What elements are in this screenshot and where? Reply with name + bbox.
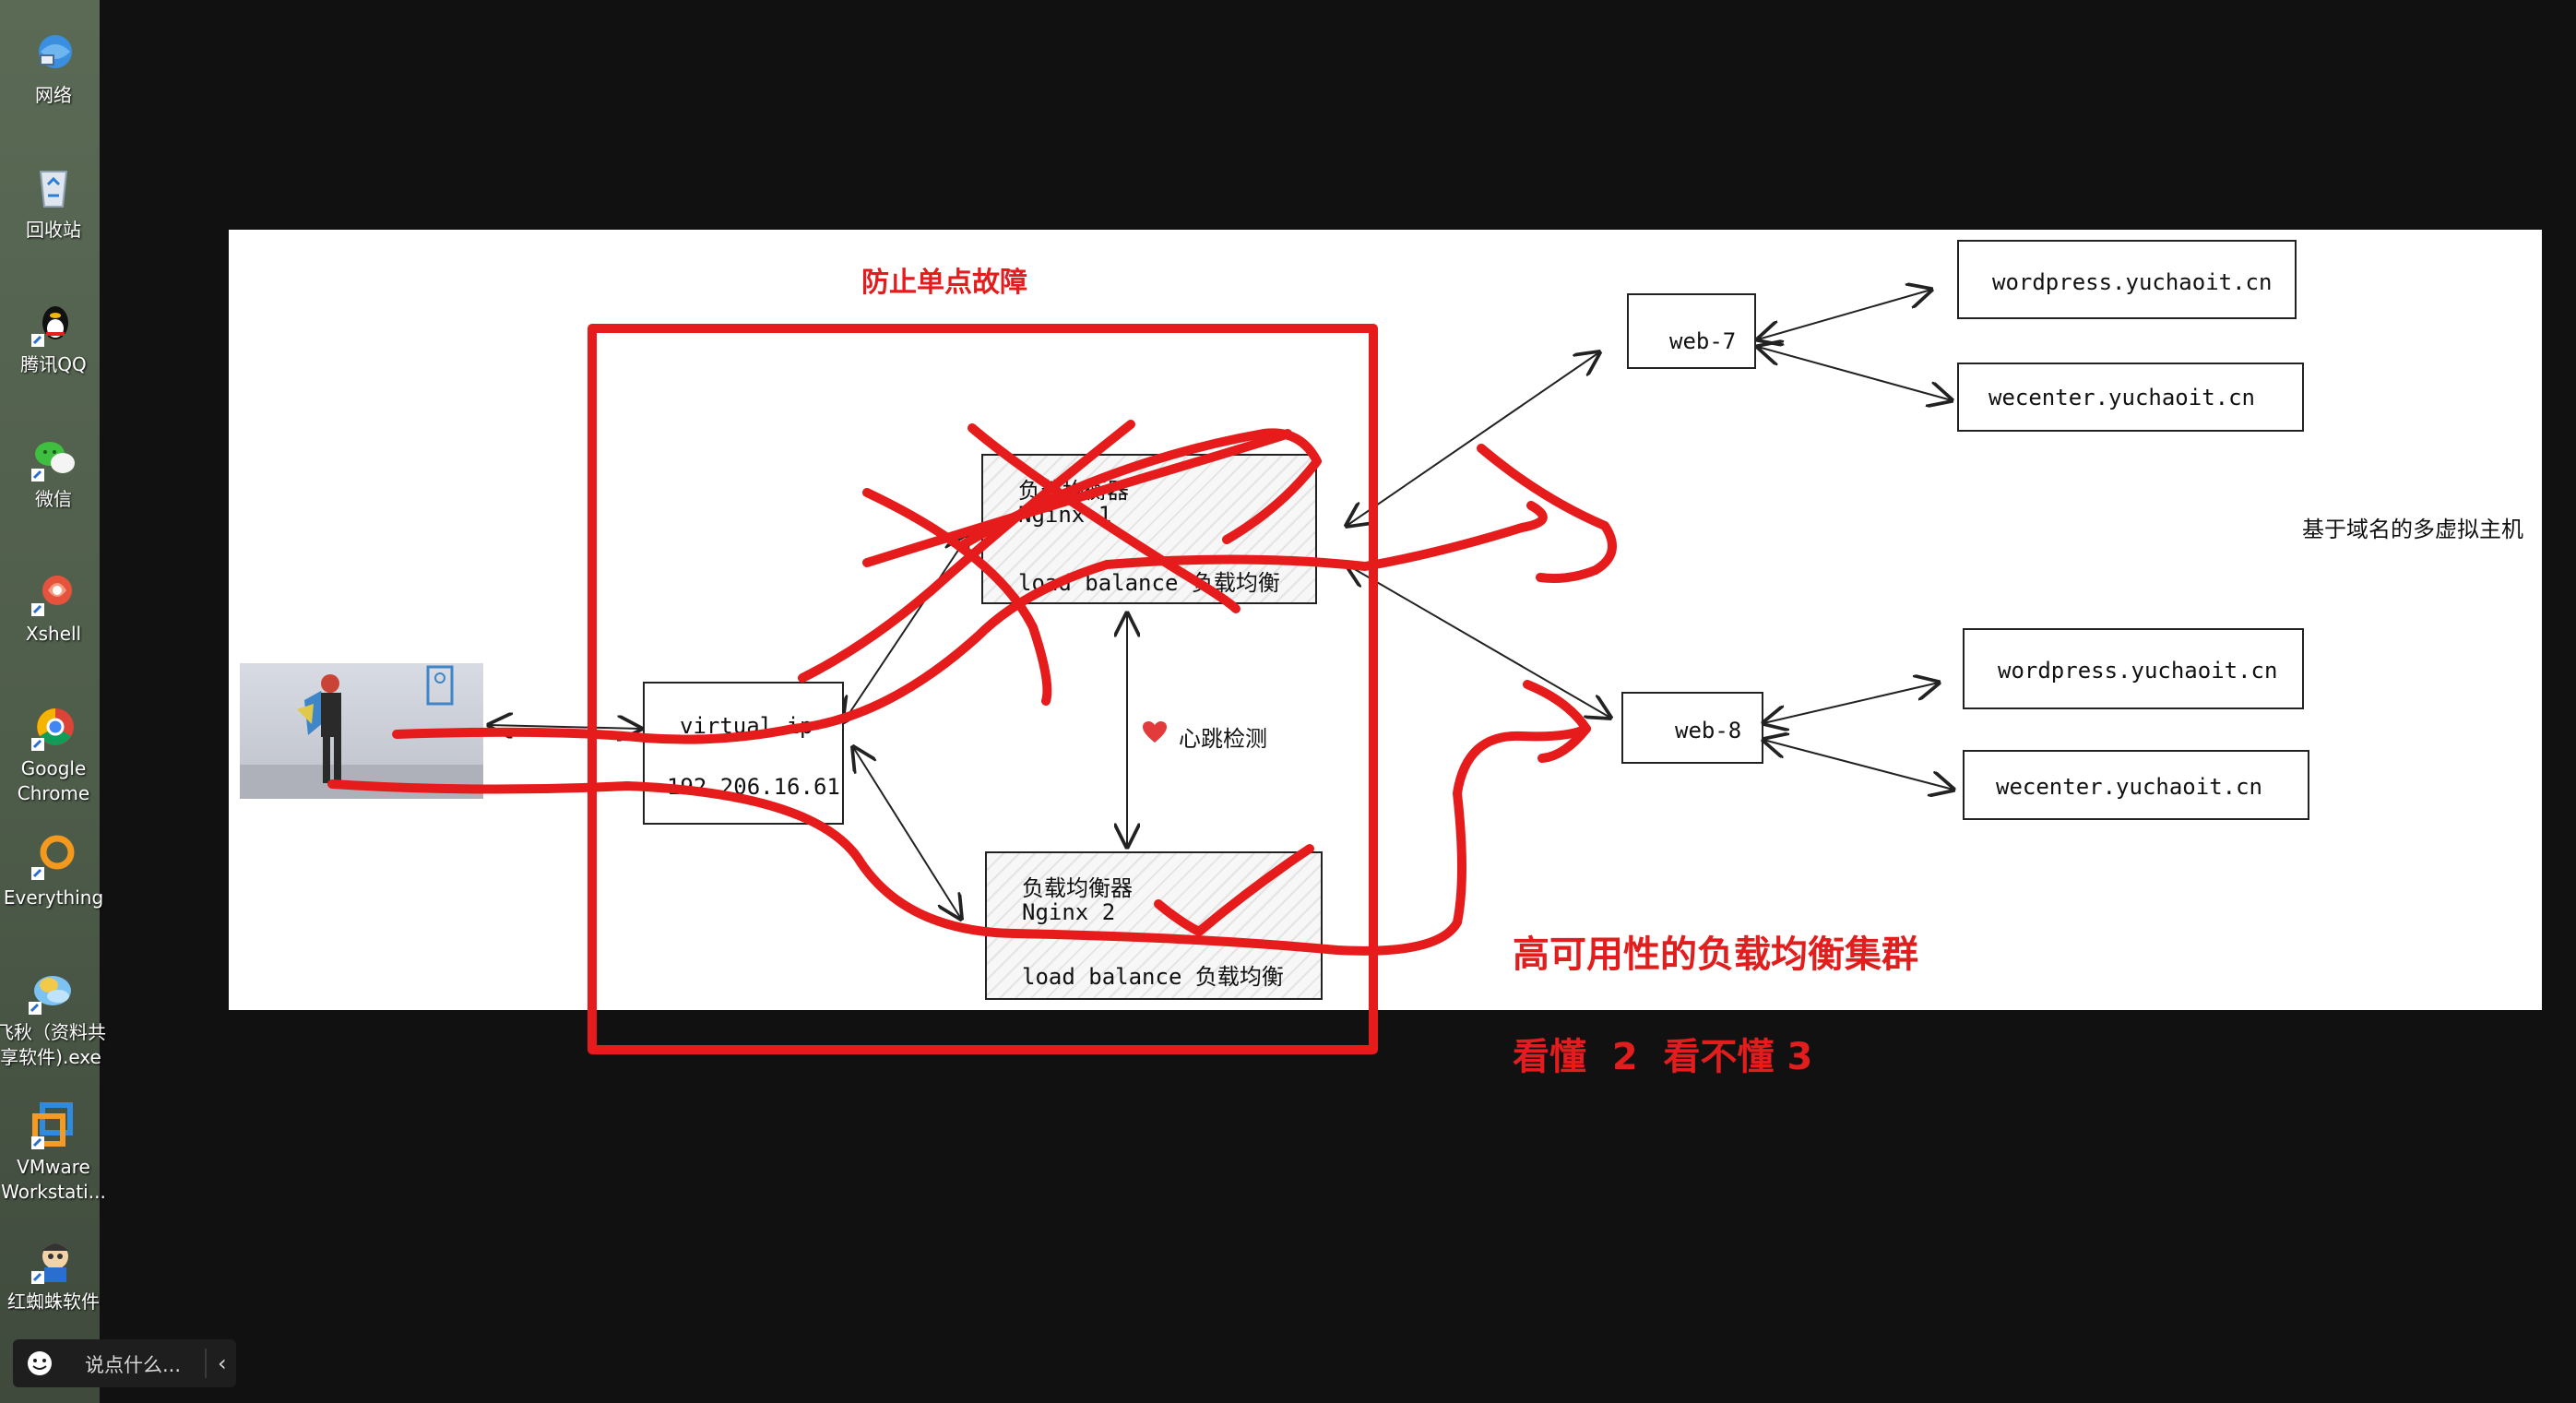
lb2-desc: load balance 负载均衡 [1022, 964, 1284, 990]
desktop-icon-xshell[interactable]: Xshell [0, 566, 107, 647]
feiq-icon [29, 976, 71, 1015]
domain-box-web7-wordpress: wordpress.yuchaoit.cn [1957, 240, 2297, 319]
desktop-icon-network[interactable]: 网络 [0, 28, 107, 108]
vhost-note: 基于域名的多虚拟主机 [2302, 517, 2523, 542]
chat-input-placeholder[interactable]: 说点什么... [85, 1354, 182, 1376]
presenter-video-thumbnail [240, 663, 483, 799]
desktop-icon-feiq[interactable]: 飞秋（资料共 享软件).exe [0, 965, 107, 1070]
xshell-icon [31, 576, 72, 616]
desktop-icon-label: 回收站 [26, 219, 81, 241]
chrome-icon [31, 708, 74, 751]
domain-label: wecenter.yuchaoit.cn [1988, 385, 2255, 410]
domain-label: wordpress.yuchaoit.cn [1992, 269, 2273, 295]
understand-vote-text: 看懂 2 看不懂 3 [1513, 1036, 1813, 1078]
desktop-icon-qq[interactable]: 腾讯QQ [0, 297, 107, 377]
load-balancer-1-box: 负载均衡器 Nginx 1 load balance 负载均衡 [981, 454, 1317, 604]
diagram-canvas [229, 230, 2542, 1010]
desktop-icon-vmware[interactable]: VMware Workstati... [0, 1100, 107, 1205]
desktop-icon-label: 飞秋（资料共 [0, 1021, 106, 1043]
presenter-figure [240, 665, 483, 799]
web-7-box: web-7 [1627, 293, 1756, 369]
lb2-name: Nginx 2 [1022, 899, 1116, 925]
red-spider-icon [31, 1243, 68, 1284]
lb1-desc: load balance 负载均衡 [1018, 570, 1280, 596]
load-balancer-2-box: 负载均衡器 Nginx 2 load balance 负载均衡 [985, 851, 1323, 1000]
domain-box-web8-wordpress: wordpress.yuchaoit.cn [1963, 628, 2304, 709]
recycle-bin-icon [39, 171, 68, 208]
desktop-icon-label: 红蜘蛛软件 [7, 1290, 100, 1313]
everything-icon [31, 835, 75, 880]
heart-icon [1143, 721, 1167, 743]
vmware-icon [31, 1102, 73, 1149]
desktop-icon-label: 网络 [35, 84, 72, 106]
desktop-icon-wechat[interactable]: 微信 [0, 432, 107, 512]
desktop-icon-label: Xshell [25, 623, 82, 645]
domain-label: wecenter.yuchaoit.cn [1996, 774, 2262, 800]
desktop-icon-label: 微信 [35, 488, 72, 510]
vip-label: virtual ip [680, 713, 813, 739]
web-7-label: web-7 [1669, 328, 1737, 354]
ha-cluster-title: 高可用性的负载均衡集群 [1513, 933, 1918, 976]
desktop-icon-strip: 网络 回收站 腾讯QQ [0, 0, 106, 1403]
qq-icon [31, 306, 68, 347]
web-8-label: web-8 [1675, 718, 1742, 743]
heartbeat-label: 心跳检测 [1179, 726, 1267, 752]
divider [205, 1349, 207, 1378]
desktop-icon-label: VMware [17, 1156, 90, 1178]
virtual-ip-box: virtual ip 192.206.16.61 [643, 682, 844, 825]
smiley-icon[interactable] [26, 1349, 53, 1377]
desktop-icon-everything[interactable]: Everything [0, 830, 107, 910]
lb1-name: Nginx 1 [1018, 502, 1112, 528]
chevron-left-icon[interactable]: ‹ [218, 1350, 227, 1376]
lb2-title: 负载均衡器 [1022, 875, 1133, 901]
desktop-icon-label: Everything [3, 886, 104, 909]
desktop-icon-label: Google [20, 757, 87, 779]
network-icon [39, 35, 72, 68]
web-8-box: web-8 [1621, 692, 1763, 764]
domain-label: wordpress.yuchaoit.cn [1998, 658, 2278, 684]
desktop-icon-label-2: Workstati... [1, 1181, 106, 1203]
desktop-icon-chrome[interactable]: Google Chrome [0, 701, 107, 806]
desktop-icon-label-2: 享软件).exe [0, 1046, 101, 1068]
chat-input-bar[interactable]: 说点什么... ‹ [13, 1339, 236, 1387]
desktop-icon-red-spider[interactable]: 红蜘蛛软件 [0, 1234, 107, 1314]
desktop-icon-label: 腾讯QQ [20, 353, 87, 375]
domain-box-web8-wecenter: wecenter.yuchaoit.cn [1963, 750, 2309, 820]
wechat-icon [31, 442, 75, 482]
desktop-icon-recycle-bin[interactable]: 回收站 [0, 162, 107, 243]
prevent-single-point-failure-title: 防止单点故障 [861, 267, 1027, 299]
domain-box-web7-wecenter: wecenter.yuchaoit.cn [1957, 363, 2304, 432]
desktop-icon-label-2: Chrome [17, 782, 90, 804]
vip-address: 192.206.16.61 [667, 774, 840, 800]
lb1-title: 负载均衡器 [1018, 478, 1129, 504]
